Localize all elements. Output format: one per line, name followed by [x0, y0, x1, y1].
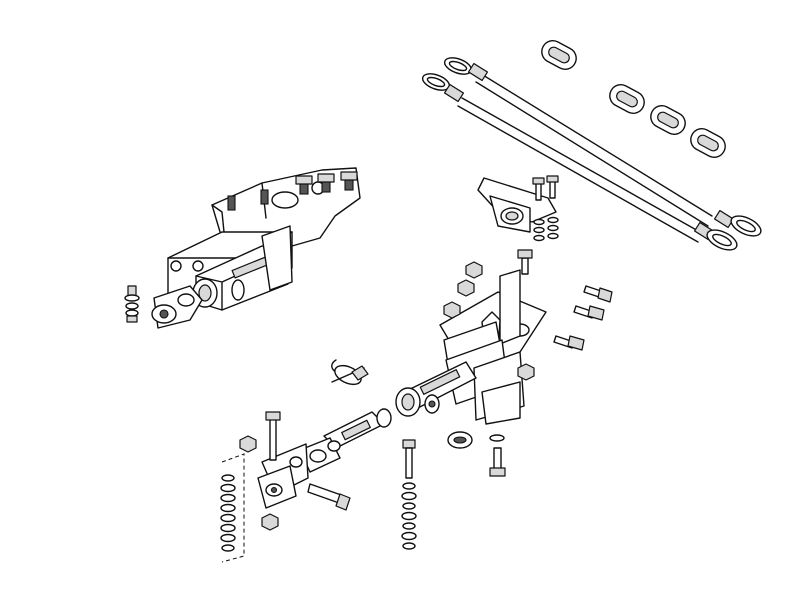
- safety-cables: [421, 57, 762, 251]
- wiring-bracket: [477, 175, 559, 242]
- quick-link-3: [650, 105, 686, 135]
- clevis-end: [239, 411, 351, 531]
- safety-cable-upper: [443, 57, 762, 237]
- clevis-head: [151, 285, 203, 329]
- bolt-right-3: [553, 335, 585, 351]
- quick-link-1: [541, 40, 577, 70]
- bolt-right-2: [573, 305, 605, 321]
- vehicle-bracket: [211, 167, 361, 253]
- hardware-bolts: [489, 285, 613, 477]
- hardware-stack-left: [124, 285, 140, 323]
- bolt-right-1: [583, 285, 613, 303]
- bracket-studs: [227, 171, 358, 211]
- washer-stack-center: [401, 439, 417, 550]
- quick-link-4: [690, 128, 726, 158]
- hitch-pin-clip: [331, 359, 369, 386]
- tow-bar-assembly: [124, 225, 293, 329]
- washer-stack-left: [220, 453, 245, 563]
- quick-links: [541, 40, 726, 158]
- tow-bar-arm: [299, 408, 392, 473]
- wiring-bracket-bolts: [532, 175, 559, 242]
- quick-link-2: [609, 84, 645, 114]
- safety-cable-lower: [421, 73, 738, 251]
- bolt-front-1: [489, 434, 506, 477]
- receiver-nuts: [443, 261, 535, 381]
- crossbar-receiver: [395, 249, 547, 425]
- lock-cover: [447, 431, 473, 449]
